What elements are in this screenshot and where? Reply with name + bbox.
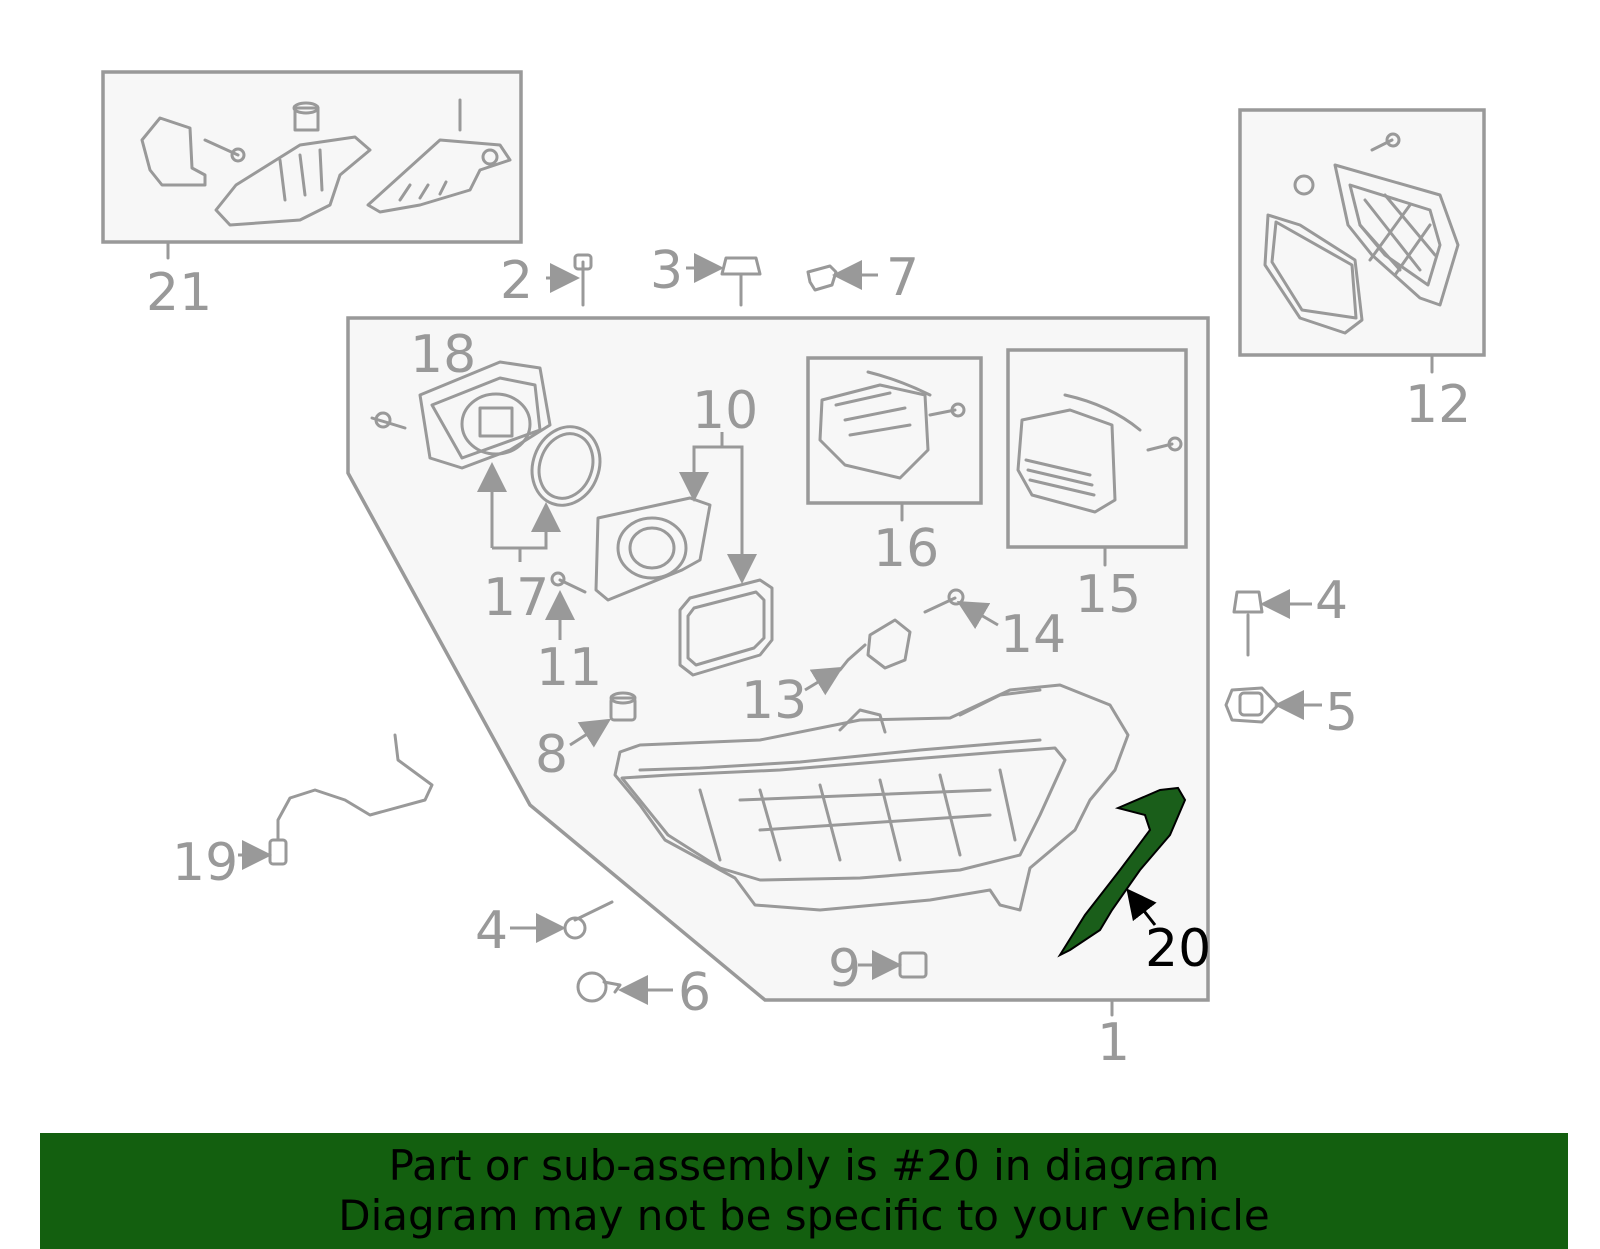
callout-17: 17 xyxy=(483,568,549,628)
part-5-nut xyxy=(1224,686,1322,724)
callout-1: 1 xyxy=(1097,1013,1130,1073)
part-2-screw xyxy=(546,253,593,307)
part-3-screw xyxy=(686,253,762,307)
callout-13: 13 xyxy=(741,671,807,731)
headlamp-housing xyxy=(613,683,1130,912)
part-21-bracket-kit-box xyxy=(101,70,523,260)
part-6-nut xyxy=(576,971,673,1005)
callout-14: 14 xyxy=(1000,605,1066,665)
callout-19: 19 xyxy=(172,833,238,893)
callout-9: 9 xyxy=(828,939,861,999)
callout-4-lower: 4 xyxy=(475,901,508,961)
callout-2: 2 xyxy=(500,251,533,311)
banner-line-part: Part or sub-assembly is #20 in diagram xyxy=(388,1141,1220,1190)
callout-11: 11 xyxy=(536,638,602,698)
callout-20: 20 xyxy=(1145,919,1211,979)
part-1-headlamp-assembly-panel xyxy=(346,316,1210,1017)
callout-7: 7 xyxy=(886,248,919,308)
part-9-clip xyxy=(858,950,928,980)
callout-10: 10 xyxy=(692,381,758,441)
part-12-cover-kit-box xyxy=(1238,108,1486,374)
part-17-seal-ring xyxy=(477,425,602,562)
part-11-screw xyxy=(545,571,587,640)
part-20-highlighted-trim xyxy=(1057,786,1187,958)
callout-5: 5 xyxy=(1325,683,1358,743)
callout-16: 16 xyxy=(873,519,939,579)
info-banner: Part or sub-assembly is #20 in diagram D… xyxy=(40,1133,1568,1249)
callout-3: 3 xyxy=(650,241,683,301)
part-4-bolt-lower xyxy=(510,900,614,943)
part-19-vent-hose xyxy=(238,733,434,870)
callout-6: 6 xyxy=(678,963,711,1023)
banner-line-disclaimer: Diagram may not be specific to your vehi… xyxy=(338,1191,1270,1240)
callout-4-right: 4 xyxy=(1315,571,1348,631)
callout-15: 15 xyxy=(1075,565,1141,625)
callout-8: 8 xyxy=(535,725,568,785)
part-4-bolt-right xyxy=(1232,589,1312,657)
callout-12: 12 xyxy=(1405,375,1471,435)
part-18-led-module xyxy=(370,360,552,470)
part-15-control-unit-box xyxy=(1006,348,1188,567)
part-14-screw xyxy=(923,588,999,630)
part-7-clip xyxy=(806,260,878,292)
part-13-bulb-socket xyxy=(804,618,912,696)
part-8-grommet xyxy=(569,691,637,748)
callout-18: 18 xyxy=(410,325,476,385)
part-10-reflector-frame xyxy=(594,432,774,677)
callout-21: 21 xyxy=(146,263,212,323)
part-16-control-unit-box xyxy=(806,356,983,522)
